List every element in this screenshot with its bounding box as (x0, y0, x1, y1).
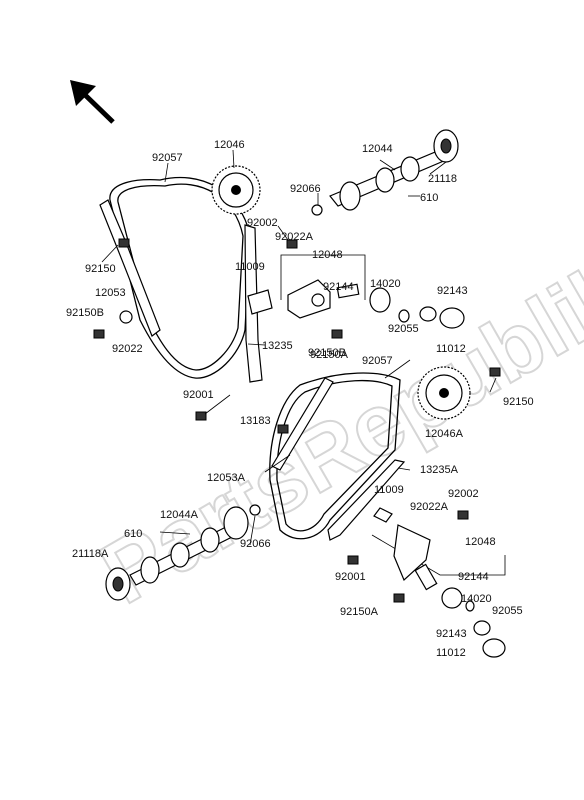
upper-camshaft (329, 129, 459, 211)
part-label: 14020 (370, 278, 401, 290)
part-label: 92022A (275, 231, 314, 243)
part-label: 12046 (214, 139, 245, 151)
part-label: 92001 (183, 389, 214, 401)
lower-camshaft (105, 506, 249, 601)
part-label: 12048 (465, 536, 496, 548)
part-label: 12044 (362, 143, 393, 155)
part-label: 12053 (95, 287, 126, 299)
part-label: 13235A (420, 464, 459, 476)
part-label: 92143 (436, 628, 467, 640)
part-label: 92143 (437, 285, 468, 297)
part-label: 21118 (428, 173, 457, 185)
part-label: 12048 (312, 249, 343, 261)
part-label: 12046A (425, 428, 464, 440)
part-label: 92066 (240, 538, 271, 550)
part-label: 14020 (461, 593, 492, 605)
part-label: 92066 (290, 183, 321, 195)
part-label: 11012 (436, 647, 466, 659)
part-label: 92150B (308, 347, 346, 359)
part-label: 92055 (492, 605, 523, 617)
part-label: 92144 (458, 571, 489, 583)
part-label: 11009 (374, 484, 404, 496)
part-label: 92055 (388, 323, 419, 335)
dowel-pin-92066-upper (311, 204, 323, 216)
part-label: 92150 (503, 396, 534, 408)
bolt-icon (195, 367, 501, 603)
upper-tensioner-assembly (247, 254, 465, 329)
dowel-pin-92066-lower (249, 504, 261, 516)
lower-tensioner-guide (327, 459, 406, 541)
bolt-icon (93, 238, 343, 339)
part-label: 13235 (262, 340, 293, 352)
leader-lines (101, 149, 497, 546)
part-label: 92150 (85, 263, 116, 275)
part-labels: 92057 12046 12044 21118 92066 610 92002 … (66, 139, 534, 659)
part-label: 92022 (112, 343, 143, 355)
part-label: 610 (420, 192, 438, 204)
part-label: 610 (124, 528, 142, 540)
part-label: 92022A (410, 501, 449, 513)
part-label: 11012 (436, 343, 466, 355)
part-label: 92144 (323, 281, 354, 293)
part-label: 92057 (152, 152, 183, 164)
part-label: 12053A (207, 472, 246, 484)
part-label: 13183 (240, 415, 271, 427)
gasket-11009-lower (373, 507, 393, 523)
lower-sprocket (417, 366, 471, 420)
part-label: 92150B (66, 307, 104, 319)
upper-sprocket (211, 165, 261, 215)
part-label: 92057 (362, 355, 393, 367)
lower-chain-guide (271, 377, 334, 471)
part-label: 92150A (310, 349, 349, 361)
part-label: 92002 (247, 217, 278, 229)
part-label: 92001 (335, 571, 366, 583)
part-label: 92002 (448, 488, 479, 500)
part-label: 92150A (340, 606, 379, 618)
part-label: 21118A (72, 548, 109, 560)
lower-tensioner-assembly (371, 524, 506, 658)
part-label: 11009 (235, 261, 265, 273)
part-label: 12044A (160, 509, 199, 521)
arrow-up-left-icon (70, 80, 115, 124)
